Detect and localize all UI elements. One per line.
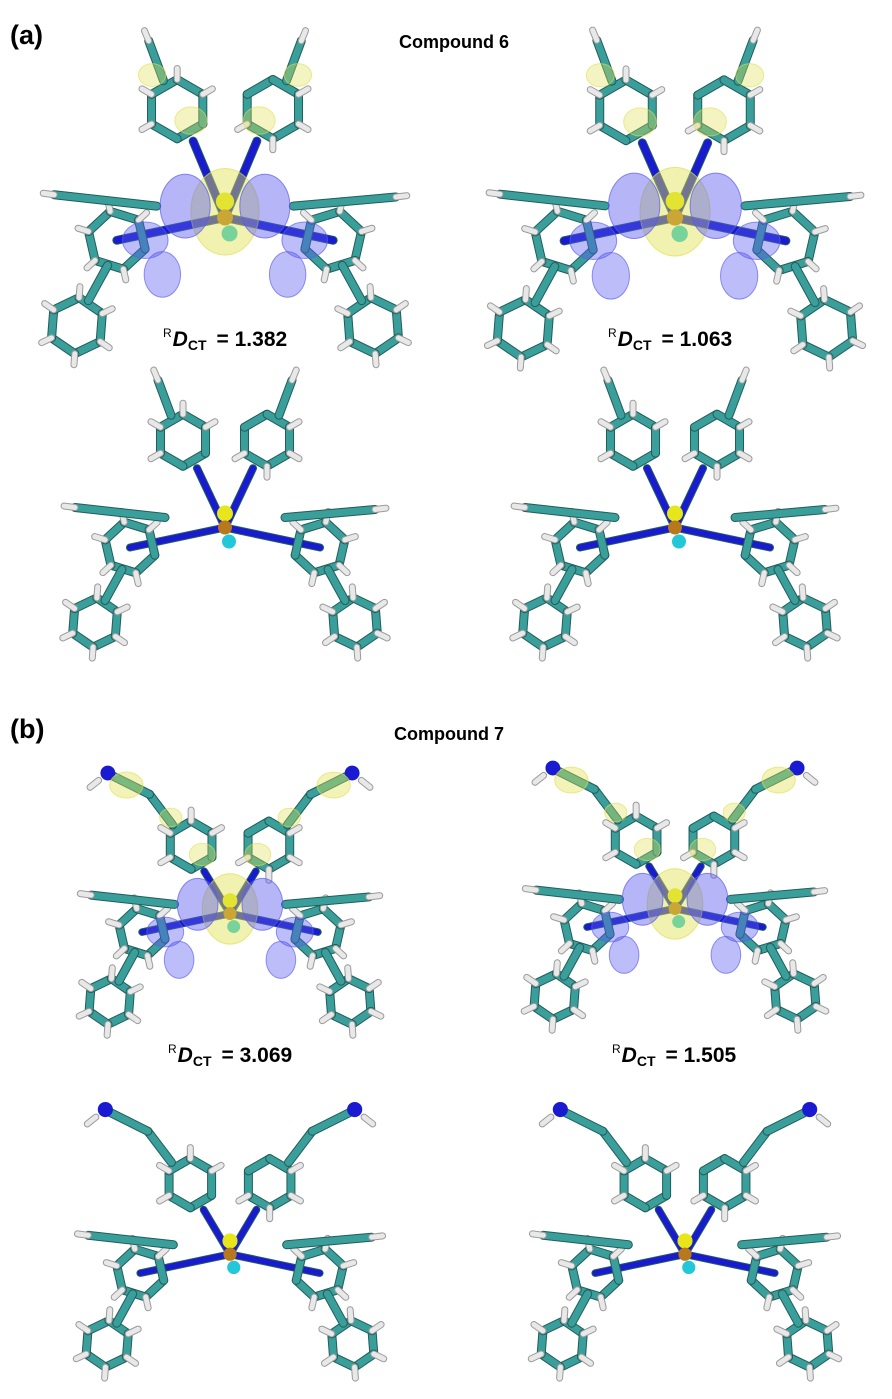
rdct-value: 3.069 <box>239 1044 293 1067</box>
compound-7-title: Compound 7 <box>394 724 504 744</box>
rdct-label-a-right: RDCT= 1.063 <box>608 326 733 353</box>
molecule-a-left-structure <box>59 366 391 662</box>
molecule-a-left-density <box>38 27 412 369</box>
molecule-b-right-structure <box>527 1101 843 1382</box>
rdct-value: 1.505 <box>683 1044 737 1067</box>
rdct-value: 1.382 <box>234 328 288 351</box>
molecule-b-right-density <box>520 760 830 1034</box>
rdct-value: 1.063 <box>679 328 733 351</box>
panel-label-b: (b) <box>10 714 45 744</box>
compound-6-title: Compound 6 <box>399 32 509 52</box>
rdct-label-b-right: RDCT= 1.505 <box>612 1042 737 1069</box>
molecule-b-left-density <box>75 765 385 1039</box>
molecule-b-left-structure <box>72 1101 388 1382</box>
rdct-label-b-left: RDCT= 3.069 <box>168 1042 293 1069</box>
molecule-a-right-density <box>483 26 867 372</box>
panel-label-a: (a) <box>10 20 43 50</box>
rdct-label-a-left: RDCT= 1.382 <box>163 326 288 353</box>
molecule-a-right-structure <box>509 366 841 662</box>
